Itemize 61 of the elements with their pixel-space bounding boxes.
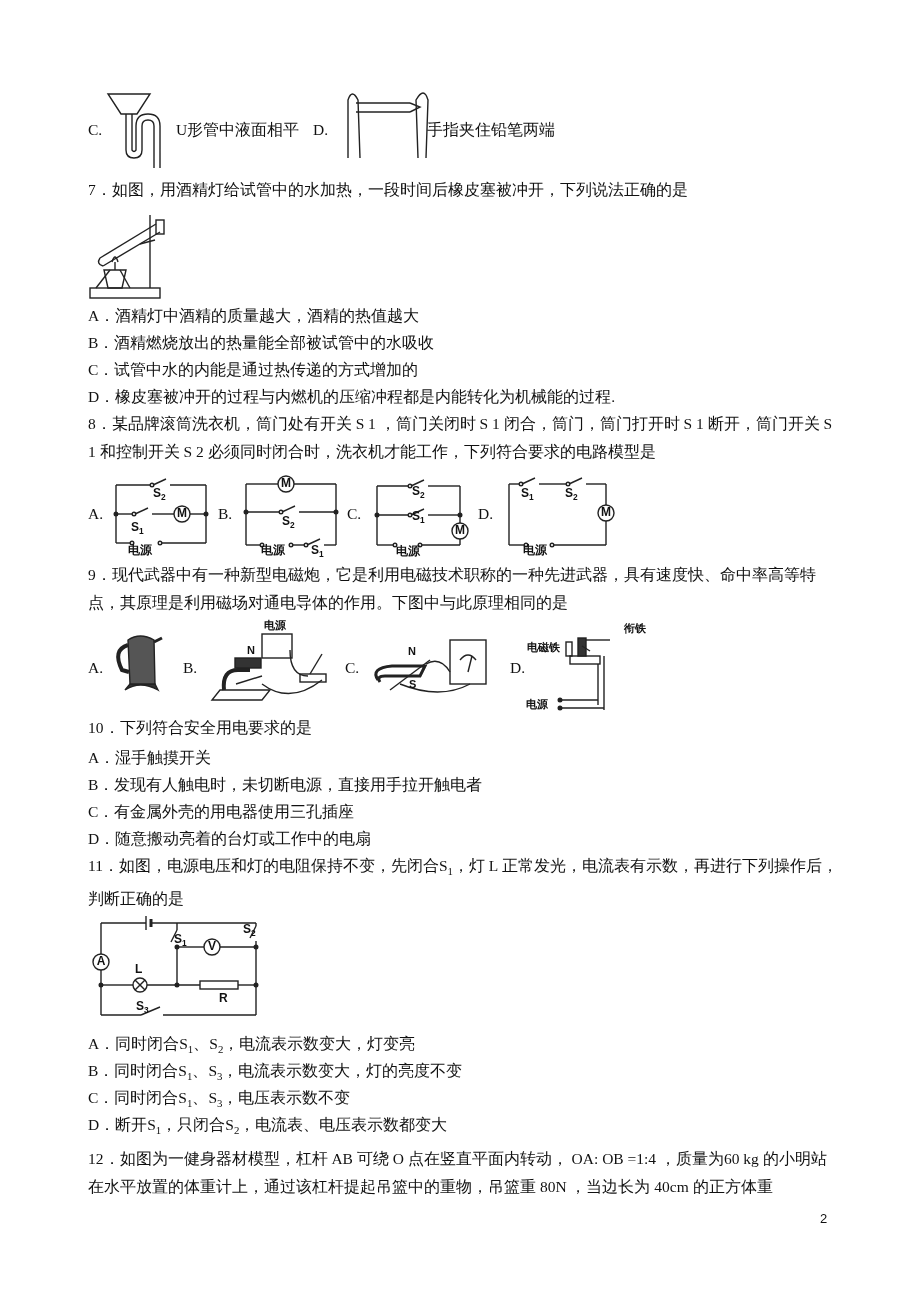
meter-symbol-label: M <box>176 507 188 520</box>
apparatus-label: 衔铁 <box>624 622 646 634</box>
option-letter: C. <box>347 504 362 524</box>
circuit-label: S$_{2}$ <box>153 487 166 505</box>
circuit-label: S$_{1}$ <box>412 510 425 528</box>
question-text: 7．如图，用酒精灯给试管中的水加热，一段时间后橡皮塞被冲开，下列说法正确的是 <box>88 180 688 200</box>
question-text: 8．某品牌滚筒洗衣机，筒门处有开关 S 1 ，筒门关闭时 S 1 闭合，筒门，筒门打开时 S 1 断开，筒门开关 S 1 和控制开关 S 2 必须同时闭合时，洗衣机才能工作，下列符合要求的电路模型是 <box>88 414 834 462</box>
option-letter: C. <box>345 658 360 678</box>
option-text: U形管中液面相平 <box>176 120 300 140</box>
apparatus-label: N <box>247 644 255 656</box>
apparatus-label: 电源 <box>526 698 548 710</box>
option-text: A．同时闭合S$_{1}$、S$_{2}$，电流表示数变大，灯变亮 <box>88 1034 416 1058</box>
meter-symbol-label: A <box>95 955 107 968</box>
page-number: 2 <box>820 1210 828 1228</box>
circuit-label: 电源 <box>523 544 547 557</box>
option-text: A．湿手触摸开关 <box>88 748 212 768</box>
meter-symbol-label: M <box>280 477 292 490</box>
circuit-label: R <box>219 992 228 1005</box>
circuit-label: S$_{1}$ <box>311 544 324 562</box>
circuit-label: S$_{2}$ <box>282 515 295 533</box>
option-letter: D. <box>510 658 526 678</box>
option-text: B．酒精燃烧放出的热量能全部被试管中的水吸收 <box>88 333 435 353</box>
apparatus-label: S <box>409 678 417 690</box>
circuit-label: 电源 <box>128 544 152 557</box>
circuit-label: 电源 <box>261 544 285 557</box>
option-letter: A. <box>88 504 104 524</box>
option-letter: B. <box>183 658 198 678</box>
option-letter: B. <box>218 504 233 524</box>
option-text: D．随意搬动亮着的台灯或工作中的电扇 <box>88 829 372 849</box>
option-letter: A. <box>88 658 104 678</box>
circuit-label: S$_{2}$ <box>412 485 425 503</box>
circuit-label: S$_{2}$ <box>243 923 256 941</box>
circuit-label: S$_{3}$ <box>136 1000 149 1018</box>
option-letter: D. <box>478 504 494 524</box>
option-text: A．酒精灯中酒精的质量越大，酒精的热值越大 <box>88 306 420 326</box>
option-text: 手指夹住铅笔两端 <box>427 120 555 140</box>
circuit-label: S$_{1}$ <box>521 487 534 505</box>
option-letter: C. <box>88 120 103 140</box>
circuit-label: L <box>135 963 143 976</box>
question-text: 10．下列符合安全用电要求的是 <box>88 718 312 738</box>
circuit-label: 电源 <box>396 545 420 558</box>
option-text: B．发现有人触电时，未切断电源，直接用手拉开触电者 <box>88 775 483 795</box>
option-letter: D. <box>313 120 329 140</box>
meter-symbol-label: V <box>207 940 217 953</box>
option-text: C．有金属外壳的用电器使用三孔插座 <box>88 802 355 822</box>
circuit-label: S$_{1}$ <box>174 933 187 951</box>
meter-symbol-label: M <box>454 524 466 537</box>
option-text: C．同时闭合S$_{1}$、S$_{3}$，电压表示数不变 <box>88 1088 351 1112</box>
meter-symbol-label: M <box>600 506 612 519</box>
question-text: 12．如图为一健身器材模型，杠杆 AB 可绕 O 点在竖直平面内转动， OA: OB =1:4 ，质量为60 kg 的小明站在水平放置的体重计上，通过该杠杆提起吊篮中的重物，吊篮重 80N ，当边长为 40cm 的正方体重 <box>88 1149 828 1197</box>
circuit-label: S$_{2}$ <box>565 487 578 505</box>
apparatus-label: 电源 <box>264 619 286 631</box>
option-text: C．试管中水的内能是通过热传递的方式增加的 <box>88 360 419 380</box>
question-text: 9．现代武器中有一种新型电磁炮，它是利用电磁技术职称的一种先进武器，具有速度快、命中率高等特点，其原理是利用磁场对通电导体的作用。下图中与此原理相同的是 <box>88 565 817 613</box>
question-text: 11．如图，电源电压和灯的电阻保持不变，先闭合S$_{1}$，灯 L 正常发光，电流表有示数，再进行下列操作后，判断正确的是 <box>88 856 839 910</box>
option-text: D．橡皮塞被冲开的过程与内燃机的压缩冲程都是内能转化为机械能的过程. <box>88 387 616 407</box>
apparatus-label: 电磁铁 <box>527 641 560 653</box>
circuit-label: S$_{1}$ <box>131 521 144 539</box>
option-text: D．断开S$_{1}$，只闭合S$_{2}$，电流表、电压表示数都变大 <box>88 1115 448 1139</box>
option-text: B．同时闭合S$_{1}$、S$_{3}$，电流表示数变大，灯的亮度不变 <box>88 1061 463 1085</box>
apparatus-label: N <box>408 645 416 657</box>
